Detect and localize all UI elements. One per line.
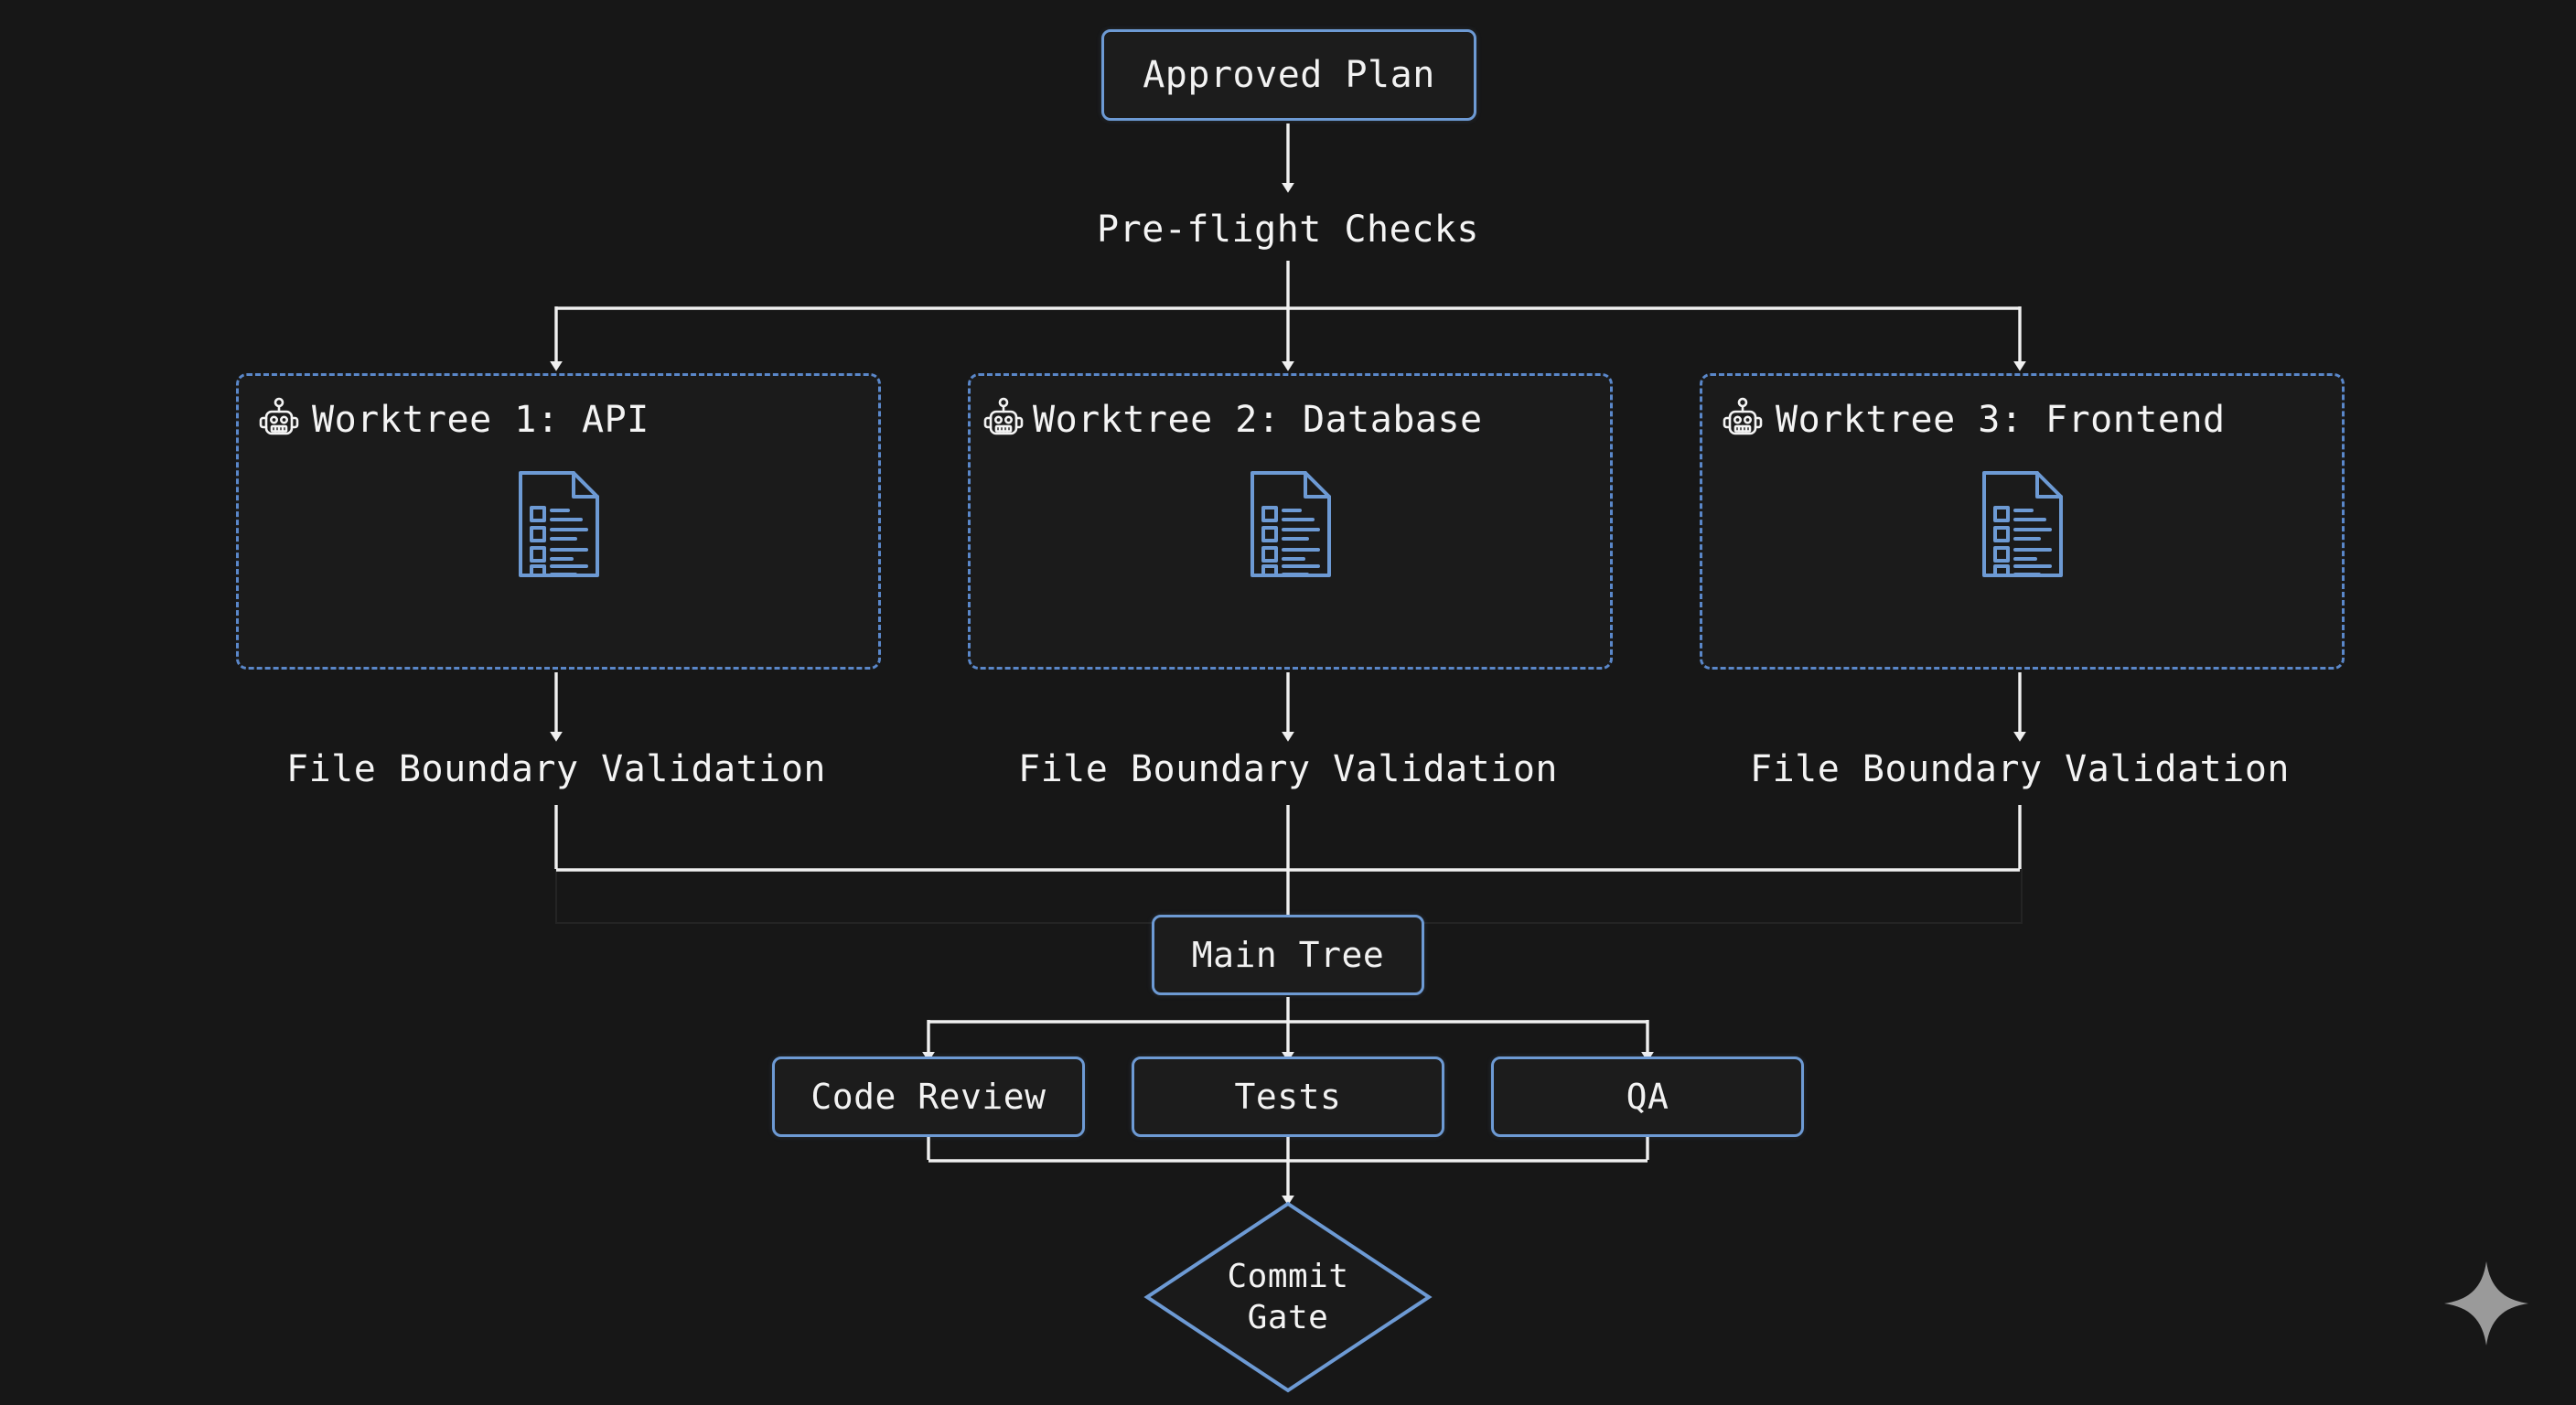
robot-icon <box>982 396 1025 444</box>
worktree-2-header: Worktree 2: Database <box>982 396 1483 444</box>
robot-icon <box>257 396 301 444</box>
file-boundary-validation-label-2: File Boundary Validation <box>1018 748 1558 790</box>
qa-node[interactable]: QA <box>1491 1056 1804 1137</box>
diamond-shape-icon <box>1143 1201 1433 1393</box>
checklist-document-icon <box>515 467 603 585</box>
approved-plan-label: Approved Plan <box>1143 54 1435 96</box>
worktree-container-3[interactable]: Worktree 3: Frontend <box>1700 373 2345 670</box>
preflight-checks-label: Pre-flight Checks <box>1097 209 1479 251</box>
worktree-2-title: Worktree 2: Database <box>1033 399 1483 441</box>
sparkle-icon <box>2441 1258 2532 1349</box>
file-boundary-validation-label-3: File Boundary Validation <box>1750 748 2290 790</box>
robot-icon <box>1721 396 1765 444</box>
code-review-node[interactable]: Code Review <box>772 1056 1085 1137</box>
worktree-container-2[interactable]: Worktree 2: Database <box>968 373 1613 670</box>
file-boundary-validation-label-1: File Boundary Validation <box>286 748 826 790</box>
checklist-document-icon <box>1979 467 2066 585</box>
commit-gate-label-line1: Commit <box>1227 1258 1349 1295</box>
worktree-container-1[interactable]: Worktree 1: API <box>236 373 881 670</box>
qa-label: QA <box>1626 1077 1669 1117</box>
worktree-1-title: Worktree 1: API <box>312 399 649 441</box>
tests-label: Tests <box>1234 1077 1342 1117</box>
main-tree-label: Main Tree <box>1191 935 1385 975</box>
checklist-document-icon <box>1247 467 1335 585</box>
worktree-1-header: Worktree 1: API <box>257 396 649 444</box>
commit-gate-node[interactable]: Commit Gate <box>1143 1200 1433 1394</box>
tests-node[interactable]: Tests <box>1132 1056 1444 1137</box>
worktree-3-header: Worktree 3: Frontend <box>1721 396 2226 444</box>
main-tree-node[interactable]: Main Tree <box>1152 915 1424 995</box>
approved-plan-node[interactable]: Approved Plan <box>1101 29 1476 121</box>
code-review-label: Code Review <box>810 1077 1046 1117</box>
worktree-3-title: Worktree 3: Frontend <box>1776 399 2226 441</box>
commit-gate-label-line2: Gate <box>1247 1299 1329 1336</box>
